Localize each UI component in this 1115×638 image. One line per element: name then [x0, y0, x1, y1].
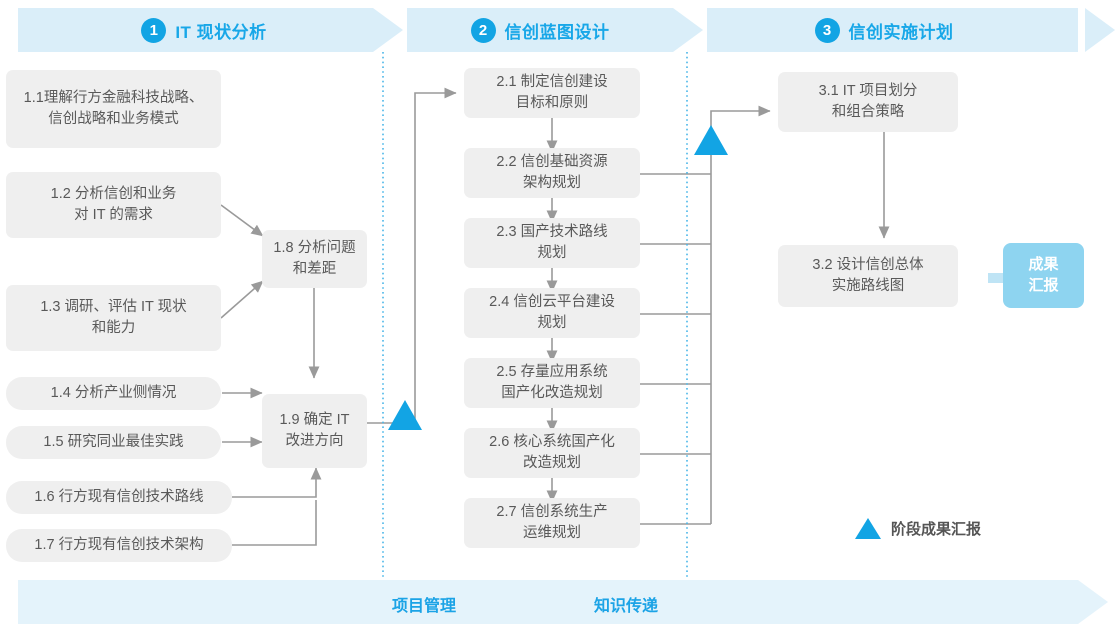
phase-title-1: IT 现状分析: [175, 22, 267, 42]
process-box-1-9[interactable]: 1.9 确定 IT 改进方向: [262, 394, 367, 468]
phase-segment-2: 2 信创蓝图设计: [390, 8, 690, 52]
milestone-legend-label: 阶段成果汇报: [891, 521, 982, 538]
footer-label-project-management: 项目管理: [392, 598, 457, 615]
process-box-2-6[interactable]: 2.6 核心系统国产化 改造规划: [464, 428, 640, 478]
phase-banner: 1 IT 现状分析 2 信创蓝图设计 3 信创实施计划: [0, 8, 1115, 52]
triangle-icon: [855, 518, 881, 539]
process-box-1-7[interactable]: 1.7 行方现有信创技术架构: [6, 529, 232, 562]
milestone-triangle-phase2: [694, 125, 728, 155]
process-box-1-6[interactable]: 1.6 行方现有信创技术路线: [6, 481, 232, 514]
process-box-3-2[interactable]: 3.2 设计信创总体 实施路线图: [778, 245, 958, 307]
process-box-1-4[interactable]: 1.4 分析产业侧情况: [6, 377, 221, 410]
phase-segment-1: 1 IT 现状分析: [18, 8, 390, 52]
process-box-2-7[interactable]: 2.7 信创系统生产 运维规划: [464, 498, 640, 548]
phase-number-2: 2: [470, 17, 496, 43]
result-badge[interactable]: 成果 汇报: [1003, 243, 1084, 308]
process-box-1-3[interactable]: 1.3 调研、评估 IT 现状 和能力: [6, 285, 221, 351]
process-box-3-1[interactable]: 3.1 IT 项目划分 和组合策略: [778, 72, 958, 132]
phase-chevron-divider-2: [673, 8, 707, 52]
process-box-1-1[interactable]: 1.1理解行方金融科技战略、 信创战略和业务模式: [6, 70, 221, 148]
phase-title-2: 信创蓝图设计: [504, 22, 610, 42]
process-box-2-1[interactable]: 2.1 制定信创建设 目标和原则: [464, 68, 640, 118]
phase-title-3: 信创实施计划: [848, 22, 954, 42]
process-box-2-5[interactable]: 2.5 存量应用系统 国产化改造规划: [464, 358, 640, 408]
process-box-1-2[interactable]: 1.2 分析信创和业务 对 IT 的需求: [6, 172, 221, 238]
milestone-legend: 阶段成果汇报: [855, 518, 981, 539]
process-box-2-3[interactable]: 2.3 国产技术路线 规划: [464, 218, 640, 268]
footer-banner-arrow-tip: [1078, 580, 1108, 624]
footer-label-knowledge-transfer: 知识传递: [594, 598, 659, 615]
phase-number-1: 1: [141, 17, 167, 43]
process-box-2-4[interactable]: 2.4 信创云平台建设 规划: [464, 288, 640, 338]
phase-chevron-divider-1: [373, 8, 407, 52]
phase-segment-3: 3 信创实施计划: [690, 8, 1078, 52]
footer-banner: 项目管理 知识传递: [0, 580, 1115, 624]
process-box-2-2[interactable]: 2.2 信创基础资源 架构规划: [464, 148, 640, 198]
phase-banner-arrow-tip: [1085, 8, 1115, 52]
footer-banner-body: [18, 580, 1078, 624]
process-box-1-8[interactable]: 1.8 分析问题 和差距: [262, 230, 367, 288]
milestone-triangle-phase1: [388, 400, 422, 430]
phase-number-3: 3: [814, 17, 840, 43]
process-box-1-5[interactable]: 1.5 研究同业最佳实践: [6, 426, 221, 459]
